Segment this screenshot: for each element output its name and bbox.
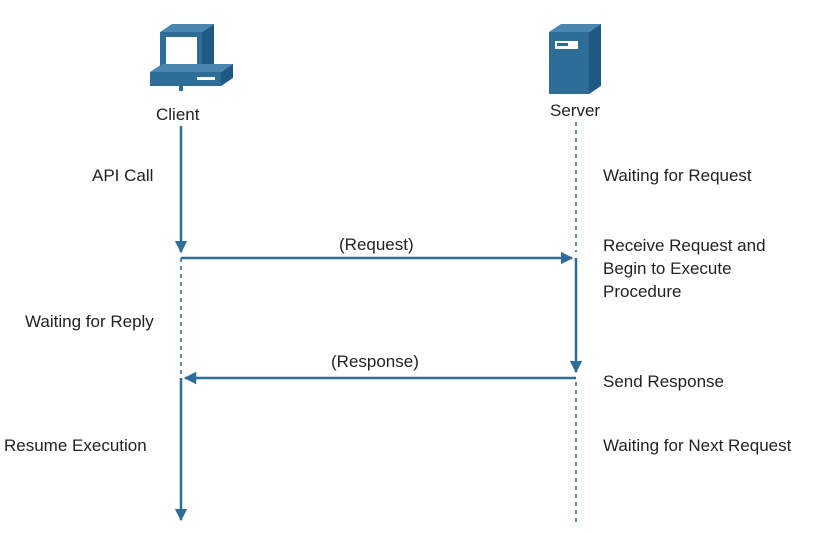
client-title: Client	[156, 105, 200, 124]
client-note-api-call: API Call	[92, 166, 154, 185]
server-tower-icon	[549, 24, 601, 94]
client-note-resume-execution: Resume Execution	[4, 436, 147, 455]
request-message-label: (Request)	[339, 235, 414, 254]
client-note-waiting-reply: Waiting for Reply	[25, 312, 154, 331]
server-title: Server	[550, 101, 601, 120]
response-message-label: (Response)	[331, 352, 419, 371]
server-note-send-response: Send Response	[603, 372, 724, 391]
desktop-computer-icon	[150, 24, 233, 91]
server-note-waiting-request: Waiting for Request	[603, 166, 752, 185]
server-note-receive-request: Receive Request and Begin to Execute Pro…	[603, 236, 766, 301]
server-note-waiting-next-request: Waiting for Next Request	[603, 436, 792, 455]
